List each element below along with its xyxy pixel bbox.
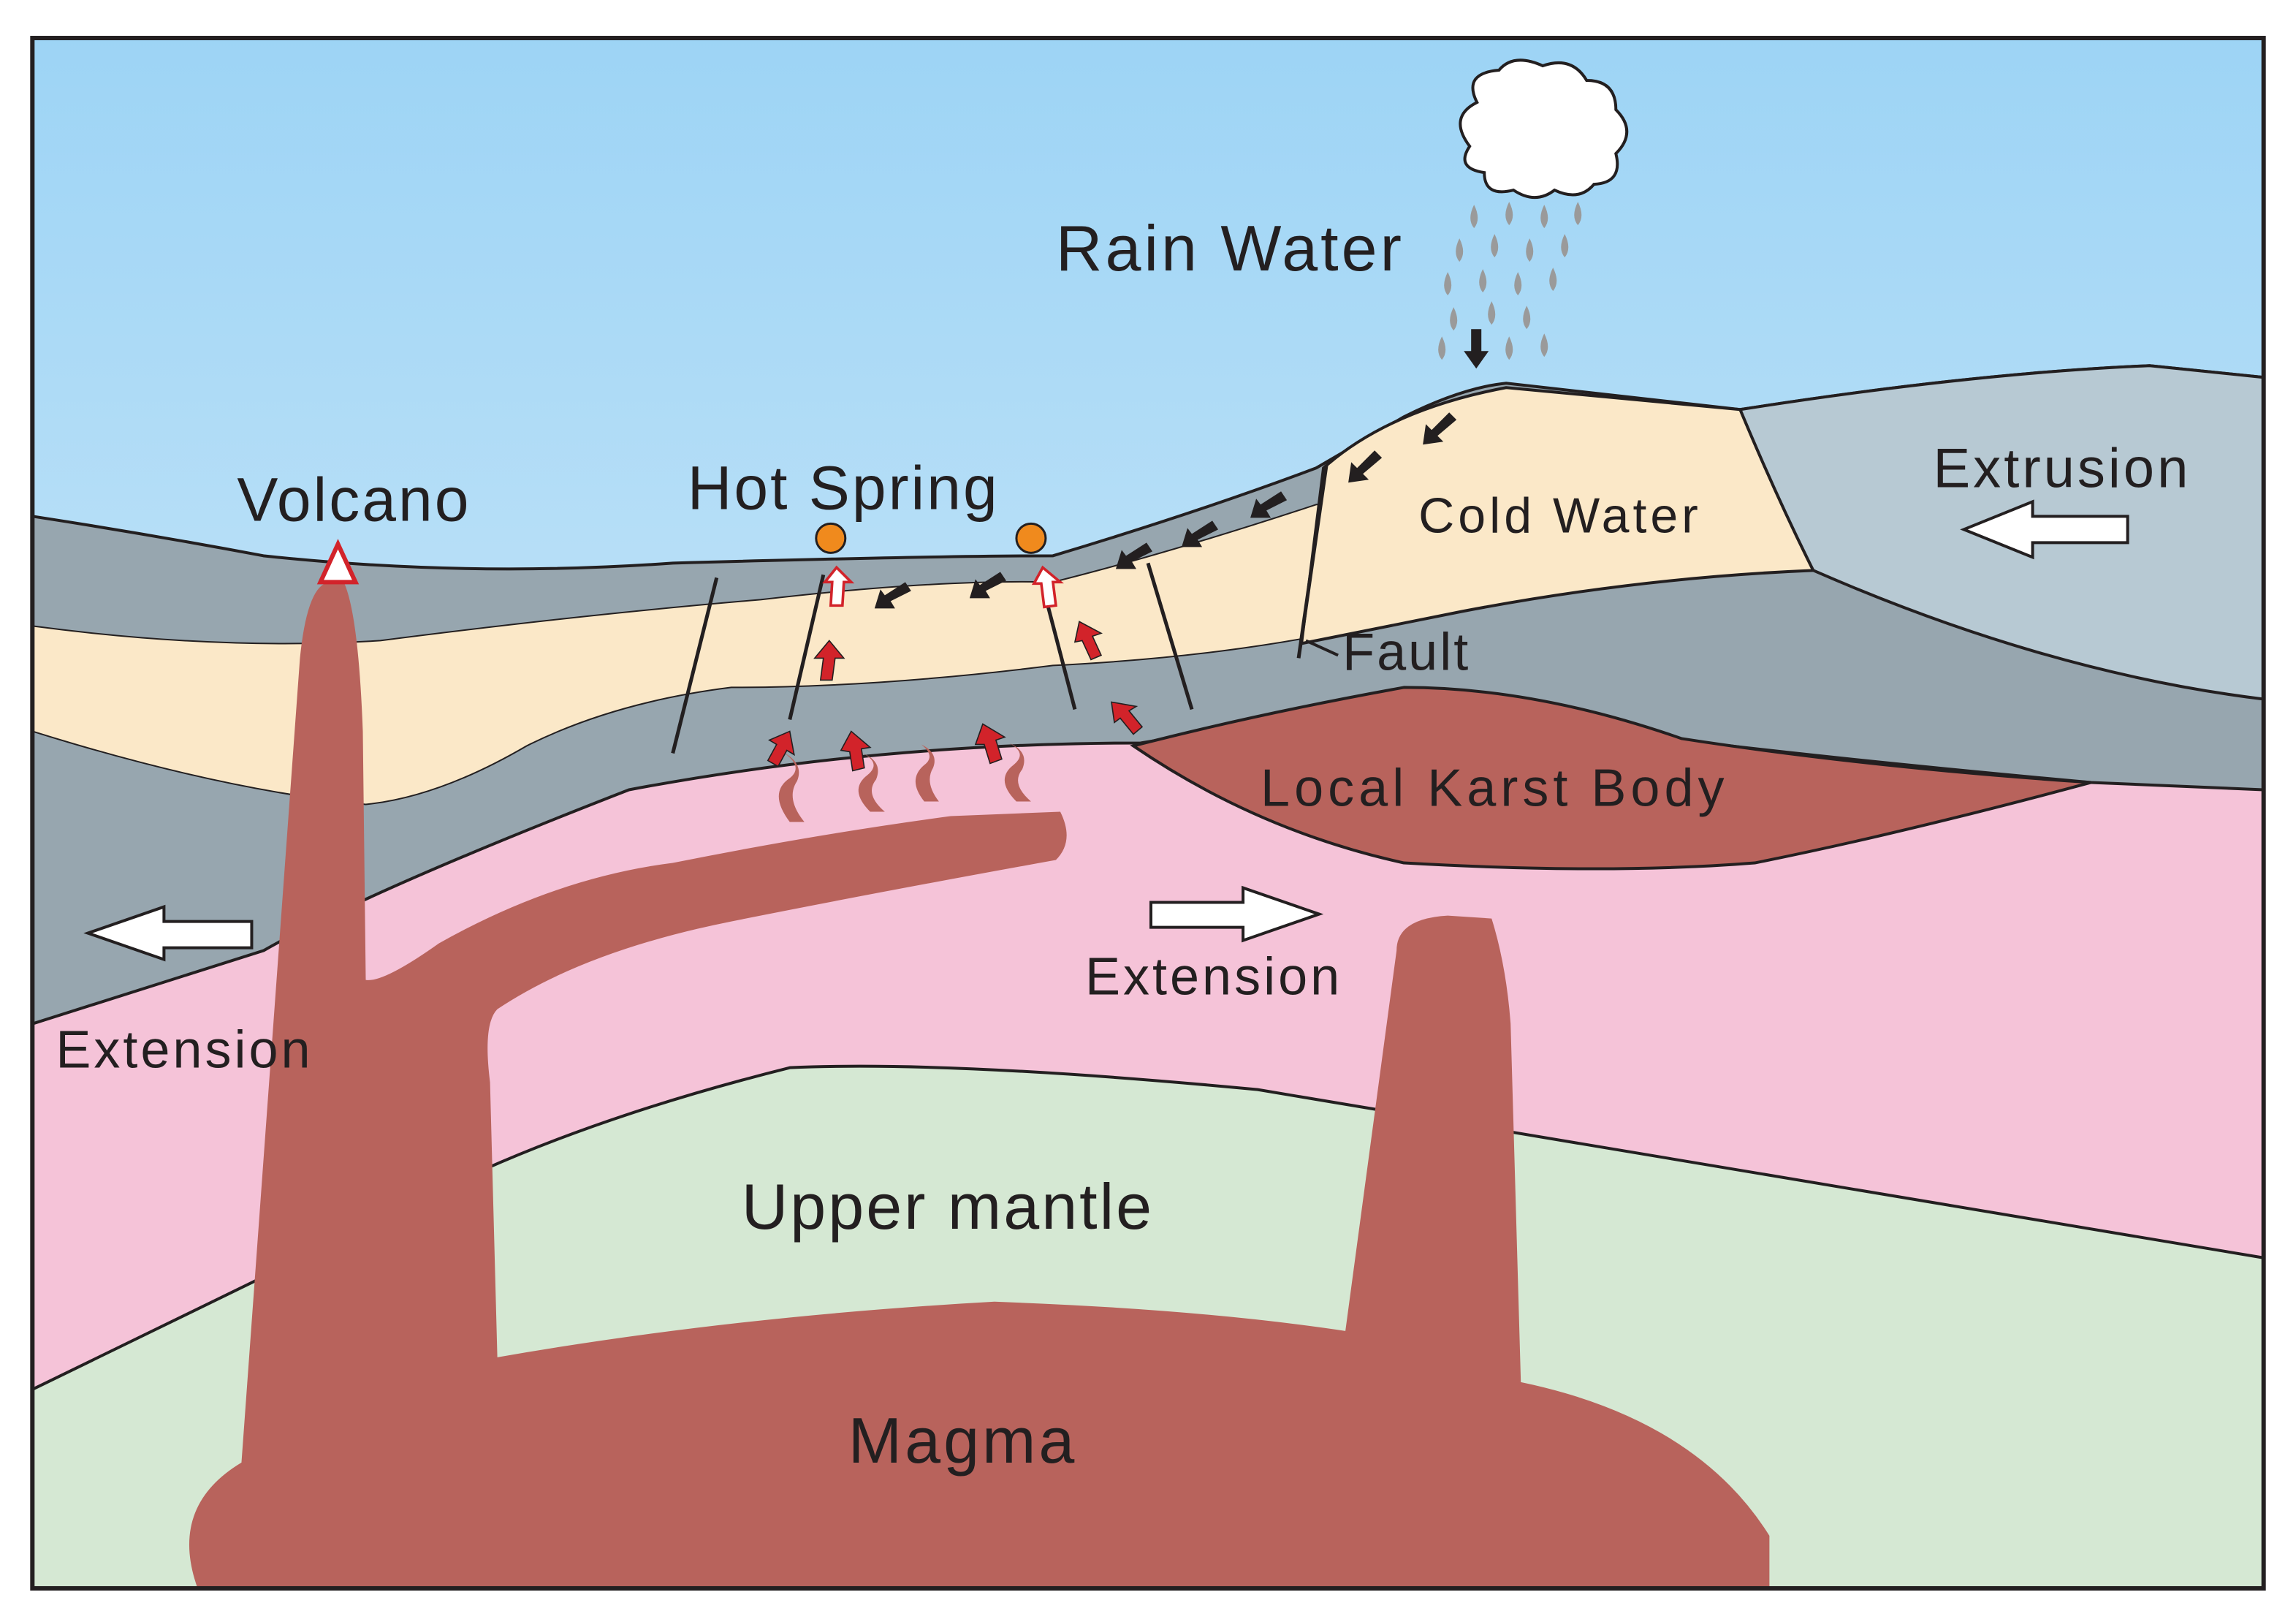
label-rain-water: Rain Water: [1056, 212, 1404, 284]
rain-drop-icon: [1523, 306, 1531, 330]
rain-drop-icon: [1505, 202, 1513, 226]
heat-arrow-icon: [767, 730, 795, 768]
cold-water-flow-arrows: [874, 329, 1489, 609]
hot-spring-dot-icon: [815, 522, 847, 554]
rain-drop-icon: [1444, 272, 1452, 296]
local-karst-body: [1130, 686, 2092, 871]
rain-drop-icon: [1540, 205, 1548, 229]
diagram-frame: [30, 36, 2266, 1591]
heat-arrow-icon: [840, 730, 872, 772]
rain-drop-icon: [1540, 333, 1548, 357]
heat-upflow-arrow-icon: [822, 565, 855, 607]
label-extension-left: Extension: [56, 1021, 313, 1080]
rain-drop-icon: [1470, 205, 1478, 229]
rain-drops: [1438, 202, 1582, 360]
label-volcano: Volcano: [237, 465, 471, 534]
volcano-vent-triangle-icon: [316, 539, 360, 585]
cream-aquifer-right: [1299, 386, 1816, 645]
magma-body: [189, 582, 1770, 1588]
label-local-karst-body: Local Karst Body: [1261, 759, 1728, 817]
label-magma: Magma: [848, 1404, 1078, 1477]
fault-leader: [1305, 639, 1339, 657]
rain-drop-icon: [1549, 268, 1557, 292]
flow-arrow-icon: [1348, 450, 1383, 483]
label-fault: Fault: [1342, 623, 1470, 681]
extrusion-arrow-icon: [1960, 499, 2129, 560]
heat-arrow-icon: [813, 640, 845, 681]
label-hot-spring: Hot Spring: [688, 453, 1000, 522]
label-upper-mantle: Upper mantle: [742, 1170, 1154, 1243]
heat-arrow-icon: [1111, 701, 1144, 735]
rain-drop-icon: [1526, 238, 1534, 262]
cloud-icon: [1459, 58, 1629, 199]
extension-left-arrow-icon: [83, 904, 254, 962]
heat-arrow-icon: [974, 723, 1006, 765]
rain-drop-icon: [1438, 336, 1446, 360]
heat-plumes: [778, 743, 1031, 822]
flow-arrow-icon: [1115, 542, 1153, 569]
hot-spring-dot-icon: [1015, 522, 1047, 554]
flow-arrow-icon: [1250, 491, 1288, 518]
flow-arrow-icon: [1423, 412, 1457, 445]
rain-drop-icon: [1505, 336, 1513, 360]
rain-drop-icon: [1574, 202, 1582, 226]
rain-drop-icon: [1514, 272, 1522, 296]
heat-upflow-arrow-icon: [1031, 565, 1064, 609]
label-extension-center: Extension: [1085, 948, 1342, 1007]
flow-arrow-icon: [874, 582, 911, 609]
rain-drop-icon: [1561, 234, 1569, 258]
flow-arrow-icon: [1182, 520, 1219, 547]
flow-arrow-icon: [969, 572, 1006, 599]
extension-center-arrow-icon: [1149, 885, 1324, 943]
rain-drop-icon: [1479, 269, 1487, 293]
rain-drop-icon: [1450, 307, 1458, 331]
rain-drop-icon: [1491, 234, 1499, 258]
label-cold-water: Cold Water: [1418, 488, 1702, 543]
heat-arrows: [767, 621, 1144, 772]
rain-drop-icon: [1456, 238, 1464, 262]
label-extrusion: Extrusion: [1933, 437, 2191, 499]
heat-arrow-icon: [1073, 621, 1103, 661]
flow-arrow-icon: [1464, 329, 1489, 369]
rain-drop-icon: [1488, 301, 1496, 325]
